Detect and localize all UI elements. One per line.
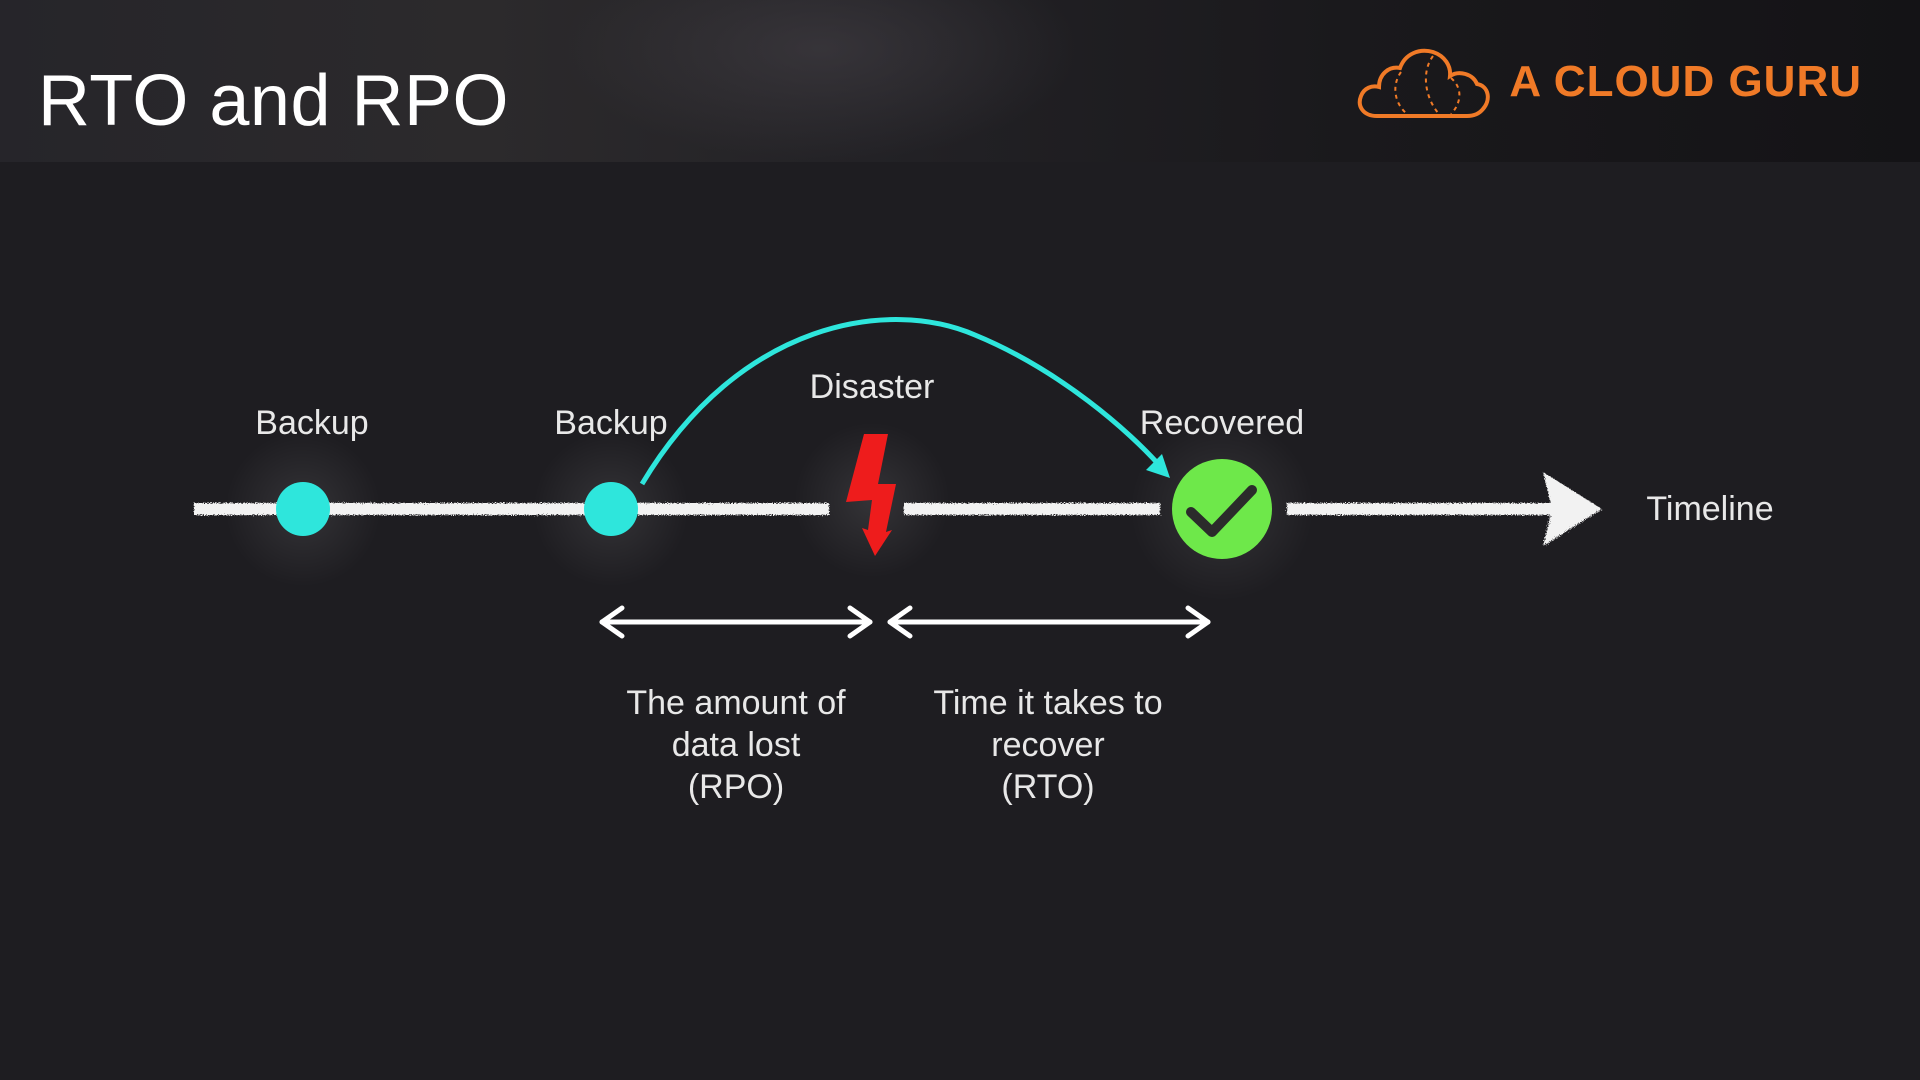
rpo-description-line: (RPO) — [687, 768, 785, 806]
backup-dot-icon — [584, 482, 638, 536]
rto-description: Time it takes to recover (RTO) — [933, 682, 1162, 808]
rpo-description-line: The amount of — [626, 684, 846, 722]
rpo-description: The amount of data lost (RPO) — [626, 682, 845, 808]
event-label-backup: Backup — [554, 404, 668, 442]
brand-name: A CLOUD GURU — [1509, 57, 1862, 106]
rpo-span-arrow — [599, 605, 873, 639]
timeline-line — [194, 503, 1555, 515]
rto-description-line: recover — [991, 726, 1105, 764]
cloud-logo-icon — [1358, 48, 1491, 118]
event-label-backup: Backup — [255, 404, 369, 442]
checkmark-icon — [1186, 485, 1257, 537]
checkmark-circle-icon — [1172, 459, 1272, 559]
header-background-photo — [560, 0, 1080, 162]
rto-span-arrow — [887, 605, 1211, 639]
slide-header: RTO and RPO A CLOUD GURU — [0, 0, 1920, 162]
slide-title: RTO and RPO — [38, 61, 510, 141]
backup-dot-icon — [276, 482, 330, 536]
event-label-recovered: Recovered — [1139, 404, 1305, 442]
brand-logo: A CLOUD GURU — [1355, 42, 1862, 122]
rpo-description-line: data lost — [671, 726, 801, 764]
timeline-arrowhead — [1543, 472, 1602, 546]
lightning-bolt-icon — [846, 434, 896, 556]
rto-description-line: (RTO) — [1001, 768, 1095, 806]
recovery-arc-arrowhead — [1146, 454, 1170, 478]
rto-description-line: Time it takes to — [933, 684, 1163, 722]
timeline-label: Timeline — [1646, 490, 1774, 528]
recovery-arc — [639, 317, 1162, 486]
event-label-disaster: Disaster — [809, 368, 935, 406]
